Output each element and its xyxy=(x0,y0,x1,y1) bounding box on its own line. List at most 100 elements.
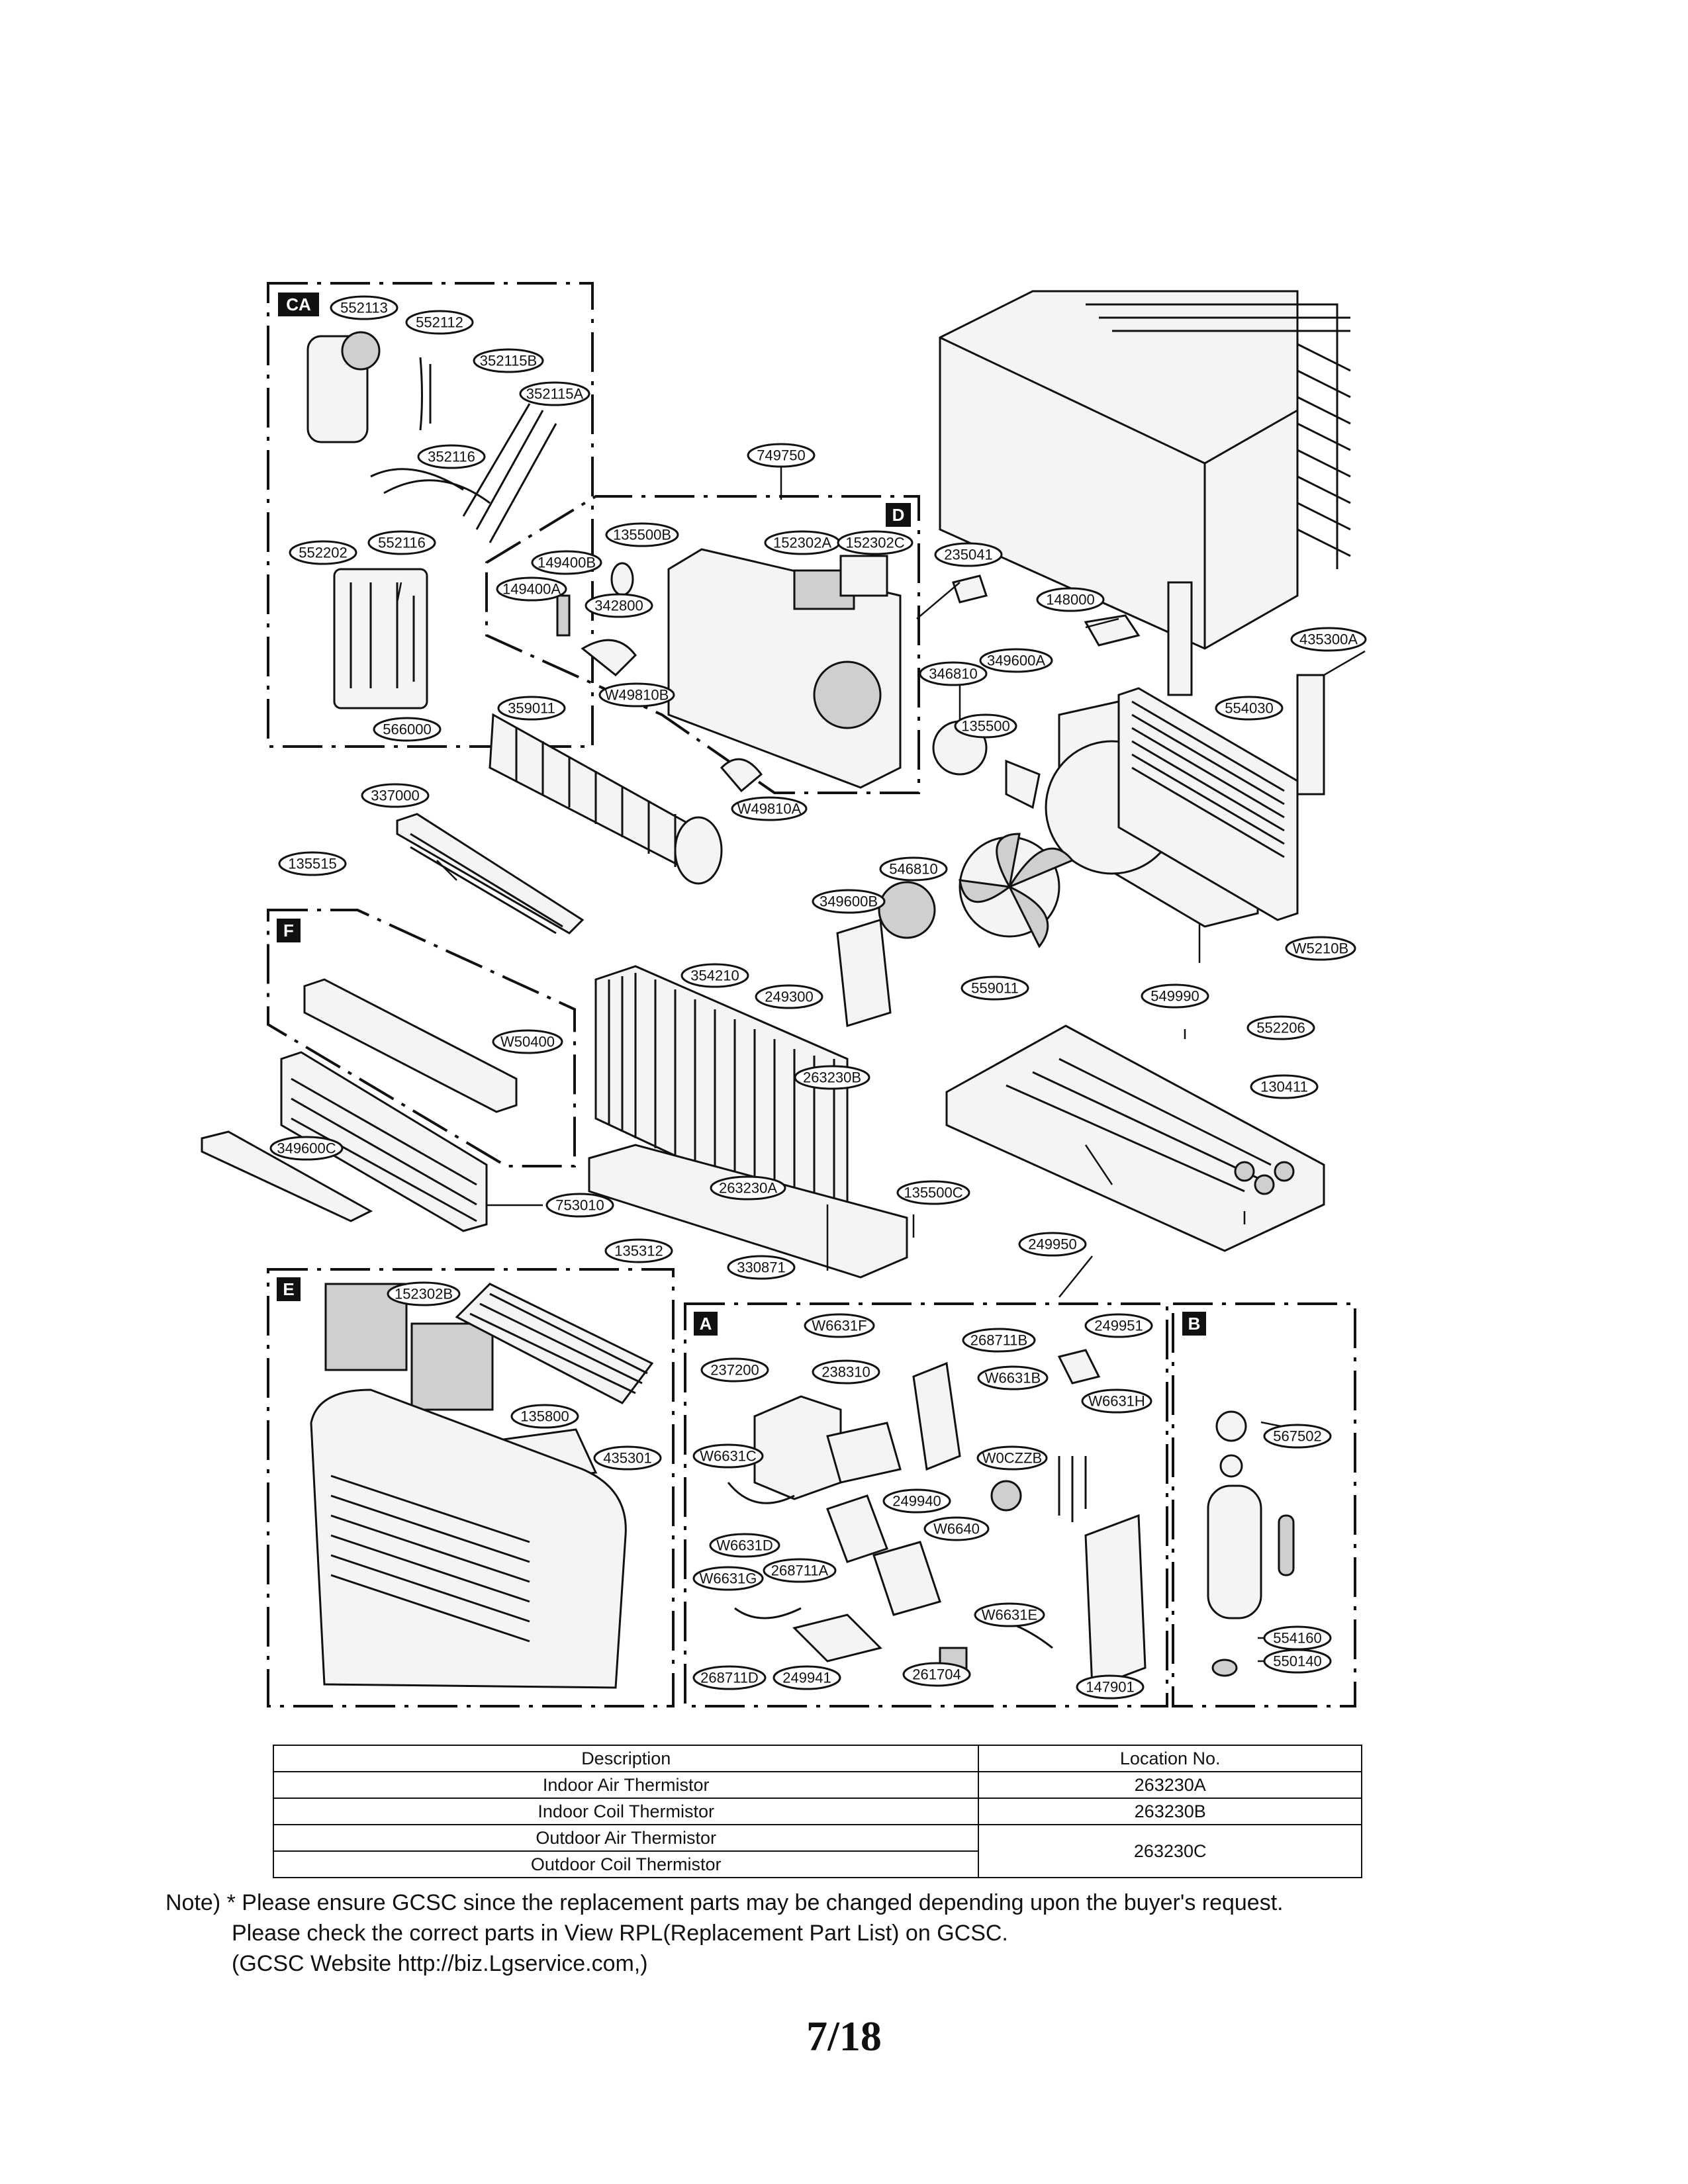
svg-text:352115A: 352115A xyxy=(526,386,584,402)
part-tags: 552113 552112 352115B 352115A 352116 552… xyxy=(269,295,1367,1700)
note-line-2: Please check the correct parts in View R… xyxy=(232,1921,1008,1946)
svg-text:435300A: 435300A xyxy=(1299,631,1358,648)
tag-249941: 249941 xyxy=(773,1665,841,1690)
tag-552113: 552113 xyxy=(330,295,399,320)
tag-566000: 566000 xyxy=(373,717,442,742)
svg-text:546810: 546810 xyxy=(889,861,937,878)
section-e: E xyxy=(267,1268,675,1707)
svg-text:552202: 552202 xyxy=(299,545,347,561)
svg-text:W5210B: W5210B xyxy=(1293,940,1348,957)
tag-352115A: 352115A xyxy=(519,381,590,406)
svg-text:263230B: 263230B xyxy=(803,1069,861,1086)
blower-wheel xyxy=(489,713,723,885)
tag-359011: 359011 xyxy=(497,696,566,721)
svg-text:435301: 435301 xyxy=(603,1450,651,1467)
svg-text:W6631B: W6631B xyxy=(985,1370,1041,1387)
row-description: Indoor Air Thermistor xyxy=(272,1771,980,1799)
tag-249951: 249951 xyxy=(1084,1313,1153,1338)
section-f: F xyxy=(267,909,576,1167)
svg-text:352115B: 352115B xyxy=(480,353,537,369)
tag-567502: 567502 xyxy=(1263,1424,1332,1449)
svg-text:149400B: 149400B xyxy=(538,555,596,571)
tag-550140: 550140 xyxy=(1263,1649,1332,1674)
tag-130411: 130411 xyxy=(1250,1074,1319,1099)
svg-text:261704: 261704 xyxy=(912,1666,961,1683)
tag-149400B: 149400B xyxy=(531,550,602,575)
tag-249950: 249950 xyxy=(1018,1232,1087,1257)
tag-352115B: 352115B xyxy=(473,348,544,373)
svg-text:268711D: 268711D xyxy=(700,1670,759,1686)
note-line-3: (GCSC Website http://biz.Lgservice.com,) xyxy=(232,1951,648,1976)
header-description: Description xyxy=(272,1745,980,1772)
control-box xyxy=(727,1349,1147,1690)
tag-W6631B: W6631B xyxy=(977,1365,1049,1390)
tag-W50400: W50400 xyxy=(492,1029,563,1054)
svg-text:135500B: 135500B xyxy=(613,527,671,543)
svg-text:135500: 135500 xyxy=(961,718,1009,735)
tag-249940: 249940 xyxy=(882,1488,951,1514)
svg-text:152302C: 152302C xyxy=(845,535,904,551)
tag-263230A: 263230A xyxy=(710,1175,786,1201)
svg-text:342800: 342800 xyxy=(594,598,643,614)
svg-text:554160: 554160 xyxy=(1273,1630,1321,1647)
svg-text:567502: 567502 xyxy=(1273,1428,1321,1445)
svg-text:D: D xyxy=(892,505,905,525)
svg-text:152302B: 152302B xyxy=(395,1286,453,1302)
tag-349600B: 349600B xyxy=(812,889,886,914)
leader-lines xyxy=(396,467,1366,1662)
svg-text:W0CZZB: W0CZZB xyxy=(982,1450,1042,1467)
svg-text:268711A: 268711A xyxy=(771,1563,829,1579)
ca-tubing-parts xyxy=(306,331,557,709)
tag-152302C: 152302C xyxy=(837,530,914,555)
propeller-fan xyxy=(836,833,1074,1027)
svg-text:235041: 235041 xyxy=(944,547,992,563)
tag-749750: 749750 xyxy=(747,443,816,468)
svg-text:249951: 249951 xyxy=(1094,1318,1143,1334)
svg-text:559011: 559011 xyxy=(971,980,1019,997)
section-ca: CA xyxy=(267,282,594,748)
tag-135500: 135500 xyxy=(954,713,1017,739)
heater-assembly xyxy=(201,813,585,1232)
svg-text:148000: 148000 xyxy=(1046,592,1094,608)
tag-W6631E: W6631E xyxy=(974,1602,1045,1627)
svg-text:566000: 566000 xyxy=(383,721,431,738)
tag-753010: 753010 xyxy=(545,1193,614,1218)
svg-text:249950: 249950 xyxy=(1028,1236,1076,1253)
row-description: Outdoor Air Thermistor xyxy=(272,1824,980,1852)
tag-135500C: 135500C xyxy=(896,1180,970,1205)
svg-text:346810: 346810 xyxy=(929,666,977,682)
compressor xyxy=(1207,1410,1295,1677)
svg-text:349600A: 349600A xyxy=(987,653,1045,669)
svg-text:135515: 135515 xyxy=(288,856,336,872)
svg-text:W6640: W6640 xyxy=(933,1521,980,1537)
tag-135515: 135515 xyxy=(278,851,347,876)
table-row: Indoor Air Thermistor 263230A xyxy=(272,1771,1362,1799)
svg-text:135312: 135312 xyxy=(614,1243,663,1259)
tag-W6631H: W6631H xyxy=(1081,1388,1152,1414)
tag-237200: 237200 xyxy=(700,1357,769,1383)
tag-W49810B: W49810B xyxy=(598,682,675,707)
tag-263230B: 263230B xyxy=(794,1065,870,1090)
section-b: B xyxy=(1172,1302,1356,1707)
blower-housing xyxy=(556,548,902,793)
svg-text:249300: 249300 xyxy=(765,989,813,1005)
tag-559011: 559011 xyxy=(961,976,1029,1001)
section-d-label: D xyxy=(886,503,911,527)
row-description: Indoor Coil Thermistor xyxy=(272,1797,980,1825)
table-header-row: Description Location No. xyxy=(272,1745,1362,1772)
tag-546810: 546810 xyxy=(879,856,948,882)
svg-text:359011: 359011 xyxy=(508,700,555,717)
svg-text:550140: 550140 xyxy=(1273,1653,1321,1670)
tag-552206: 552206 xyxy=(1246,1015,1315,1040)
svg-text:149400A: 149400A xyxy=(502,581,561,598)
tag-342800: 342800 xyxy=(585,593,653,618)
tag-552202: 552202 xyxy=(289,540,357,565)
svg-text:W6631G: W6631G xyxy=(700,1570,757,1587)
svg-text:349600B: 349600B xyxy=(820,893,878,910)
svg-text:337000: 337000 xyxy=(371,788,419,804)
svg-text:W6631D: W6631D xyxy=(716,1537,773,1554)
row-description: Outdoor Coil Thermistor xyxy=(272,1850,980,1878)
svg-text:B: B xyxy=(1188,1314,1201,1334)
section-f-label: F xyxy=(277,919,301,942)
